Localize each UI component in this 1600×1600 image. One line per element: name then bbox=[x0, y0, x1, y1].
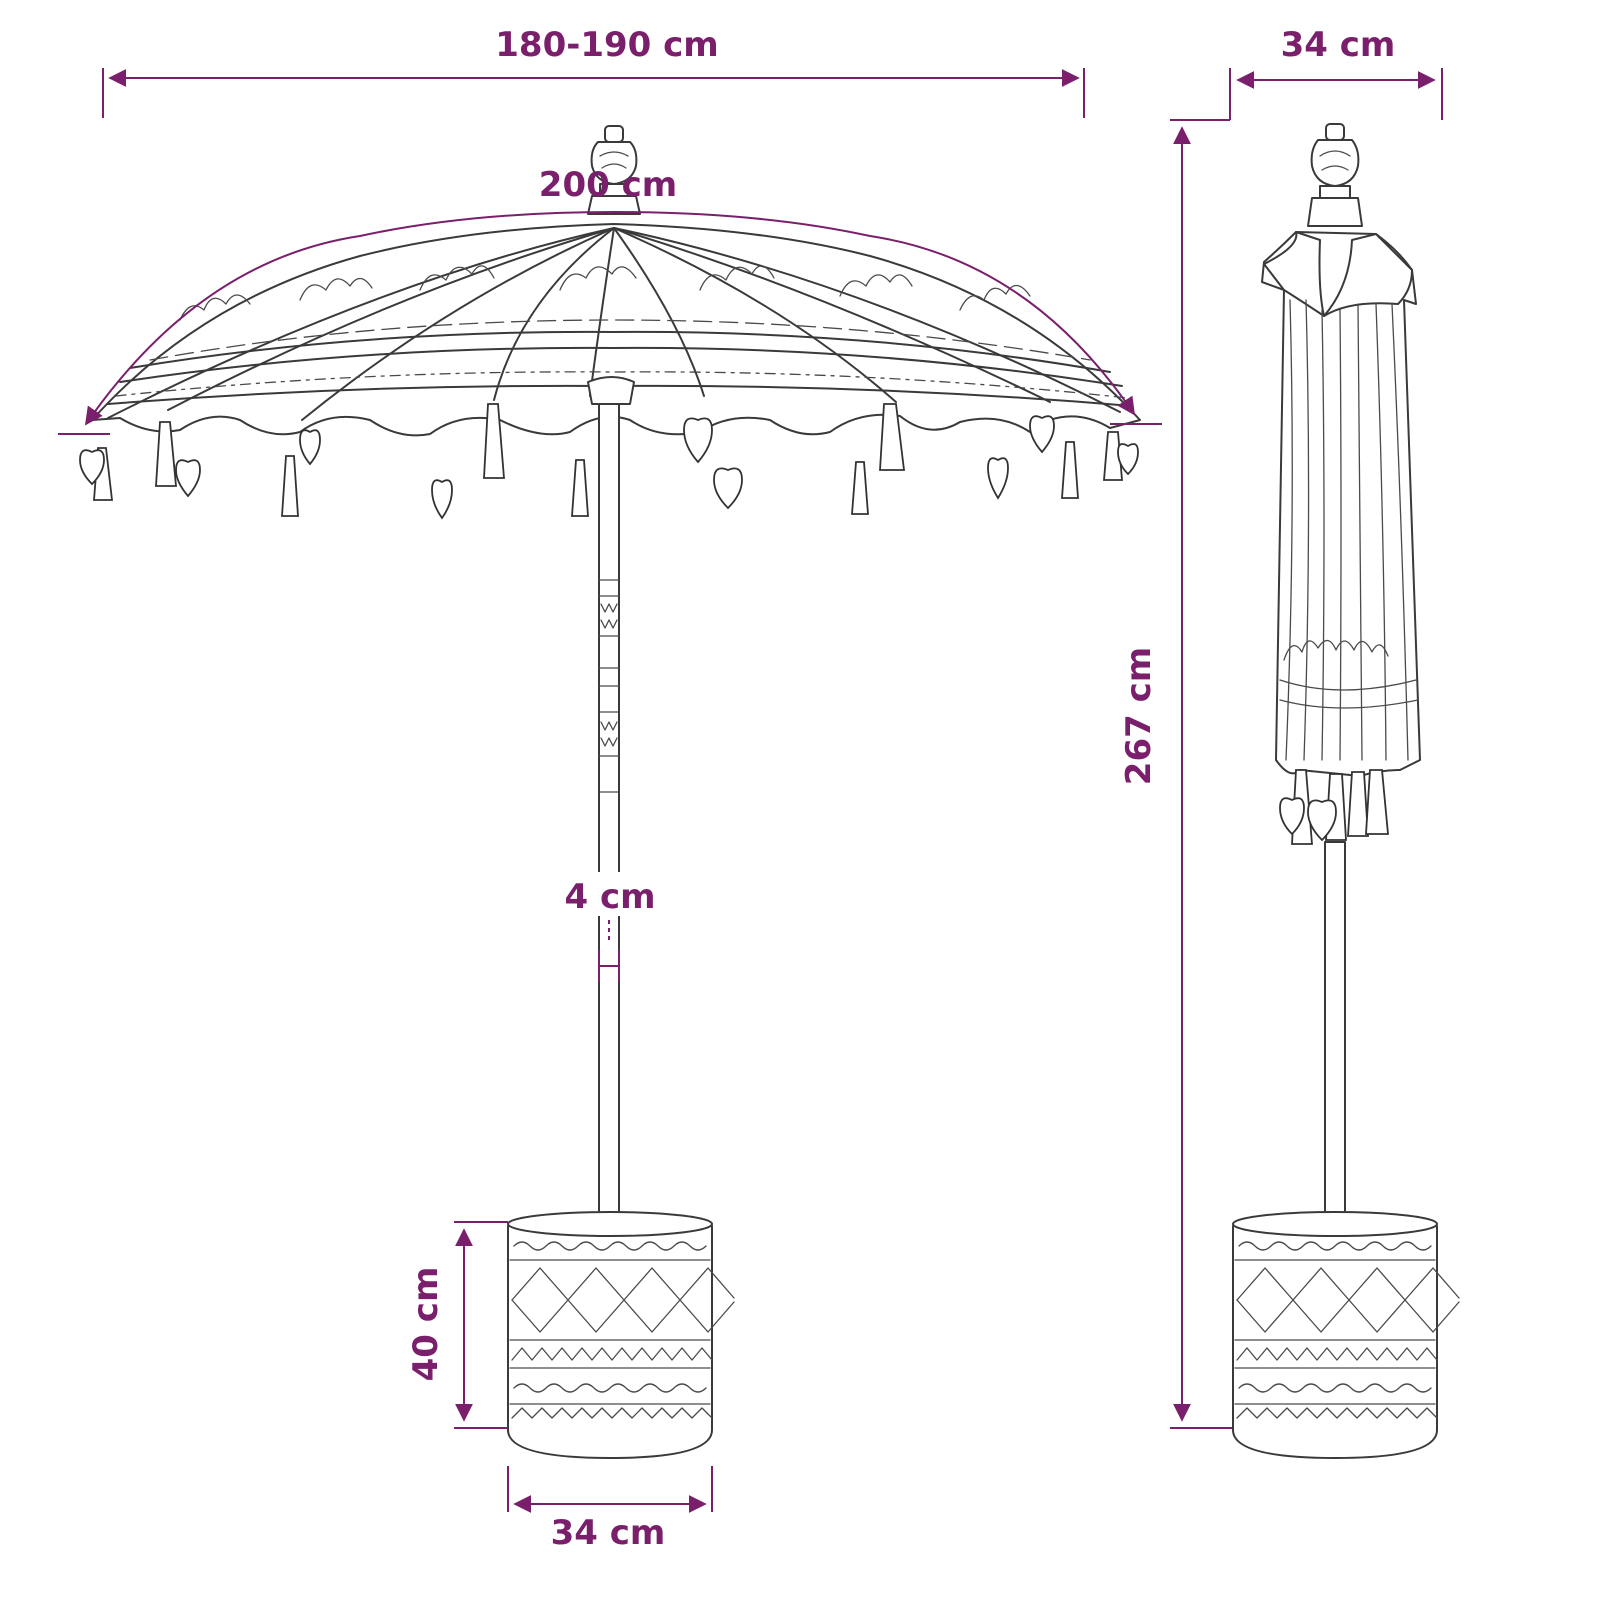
dimension-labels: 180-190 cm 200 cm 4 cm 40 cm 34 cm 34 cm… bbox=[406, 25, 1395, 1553]
closed-width-label: 34 cm bbox=[1281, 25, 1396, 65]
canopy-pattern-bands bbox=[107, 265, 1133, 407]
weighted-base bbox=[507, 1211, 735, 1459]
pole bbox=[587, 376, 635, 1221]
dimension-lines bbox=[58, 68, 1443, 1513]
closed-tassels bbox=[1279, 769, 1389, 845]
canopy-arc-arrow bbox=[84, 210, 1136, 426]
canopy-arc-label: 200 cm bbox=[539, 165, 677, 205]
closed-umbrella-drawing bbox=[1232, 123, 1460, 1459]
canopy-ribs bbox=[107, 227, 1121, 421]
finial-ornament bbox=[587, 125, 641, 215]
closed-canopy-folds bbox=[1279, 299, 1419, 761]
open-umbrella-drawing bbox=[79, 125, 1141, 1459]
open-width-label: 180-190 cm bbox=[495, 25, 718, 65]
closed-pole bbox=[1324, 841, 1346, 1221]
closed-base bbox=[1232, 1211, 1460, 1459]
total-height-label: 267 cm bbox=[1119, 647, 1159, 785]
base-height-label: 40 cm bbox=[406, 1267, 446, 1382]
closed-finial bbox=[1307, 123, 1363, 227]
pole-diameter-label: 4 cm bbox=[564, 877, 655, 917]
base-width-label: 34 cm bbox=[551, 1513, 666, 1553]
